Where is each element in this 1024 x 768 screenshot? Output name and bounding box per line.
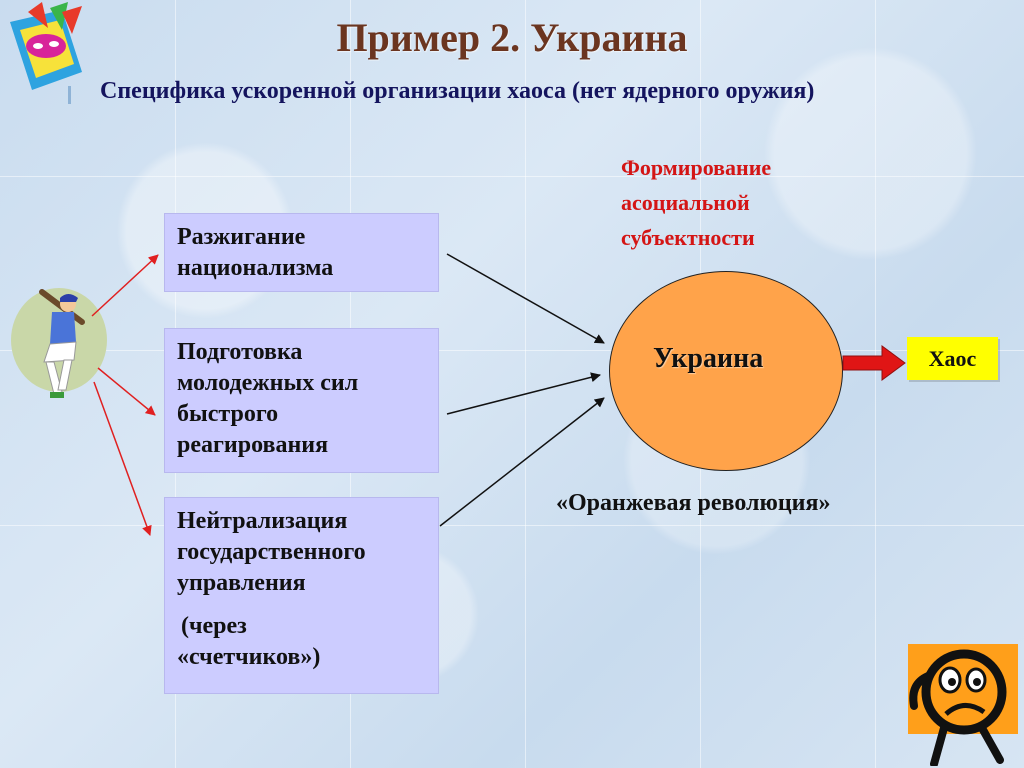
box-text: молодежных сил	[177, 370, 359, 396]
box-text: реагирования	[177, 432, 329, 458]
scared-face-icon	[908, 644, 1018, 766]
ukraine-node-label: Украина	[653, 343, 764, 374]
box-text: (через	[181, 613, 247, 639]
box-neutralization: Нейтрализация государственного управлени…	[164, 497, 439, 694]
carnival-mask-icon	[10, 2, 82, 90]
bg-grid	[875, 0, 876, 768]
box-text: государственного	[177, 539, 366, 565]
box-text: быстрого	[177, 401, 279, 427]
red-arrow-2	[97, 367, 156, 416]
bg-grid	[0, 525, 1024, 526]
bullet-marker	[68, 86, 71, 104]
ukraine-node	[609, 271, 843, 471]
orange-revolution-caption: «Оранжевая революция»	[556, 490, 831, 516]
box-youth-forces: Подготовка молодежных сил быстрого реаги…	[164, 328, 439, 473]
formation-line: асоциальной	[621, 190, 750, 215]
box-text: Разжигание	[177, 224, 306, 250]
black-arrow-2	[446, 372, 601, 415]
bg-grid	[0, 350, 1024, 351]
chaos-node: Хаос	[907, 337, 998, 380]
page-title: Пример 2. Украина	[336, 15, 688, 60]
block-arrow-to-chaos	[842, 345, 906, 381]
formation-line: субъектности	[621, 225, 755, 250]
black-arrow-3	[439, 397, 605, 527]
red-arrow-3	[93, 381, 152, 536]
formation-label: Формирование асоциальной субъектности	[621, 150, 771, 255]
baseball-player-icon	[11, 288, 107, 398]
bg-grid	[0, 176, 1024, 177]
red-arrow-1	[91, 254, 159, 317]
slide-subtitle: Специфика ускоренной организации хаоса (…	[100, 78, 815, 104]
box-text: «счетчиков»)	[177, 644, 321, 670]
box-text: национализма	[177, 255, 334, 281]
box-text: Подготовка	[177, 339, 303, 365]
box-nationalism: Разжигание национализма	[164, 213, 439, 292]
bg-grid	[525, 0, 526, 768]
formation-line: Формирование	[621, 155, 772, 180]
box-text: управления	[177, 570, 306, 596]
black-arrow-1	[446, 253, 605, 344]
box-text: Нейтрализация	[177, 508, 348, 534]
